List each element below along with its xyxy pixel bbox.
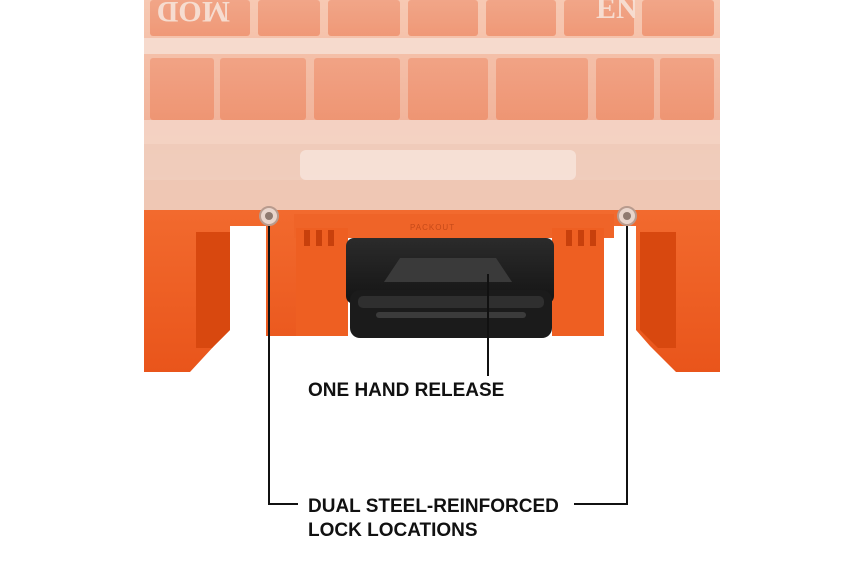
- clear-lid: MOD EN: [144, 0, 720, 210]
- right-lock-leader: [574, 226, 628, 505]
- dual-lock-label-line2: LOCK LOCATIONS: [308, 520, 478, 541]
- dual-lock-label: DUAL STEEL-REINFORCED LOCK LOCATIONS: [308, 495, 559, 543]
- release-latch: PACKOUT: [346, 223, 554, 338]
- bin-compartments: [150, 0, 714, 120]
- orange-body: [144, 206, 720, 372]
- one-hand-release-label: ONE HAND RELEASE: [308, 380, 505, 401]
- latch-logo: PACKOUT: [410, 223, 455, 232]
- callout-lines: [268, 226, 628, 505]
- left-lock-leader: [268, 226, 298, 505]
- lid-logo-left: MOD: [157, 0, 230, 28]
- dual-lock-label-line1: DUAL STEEL-REINFORCED: [308, 496, 559, 517]
- hinge-clips: [304, 230, 596, 246]
- lid-logo-right: EN: [596, 0, 638, 25]
